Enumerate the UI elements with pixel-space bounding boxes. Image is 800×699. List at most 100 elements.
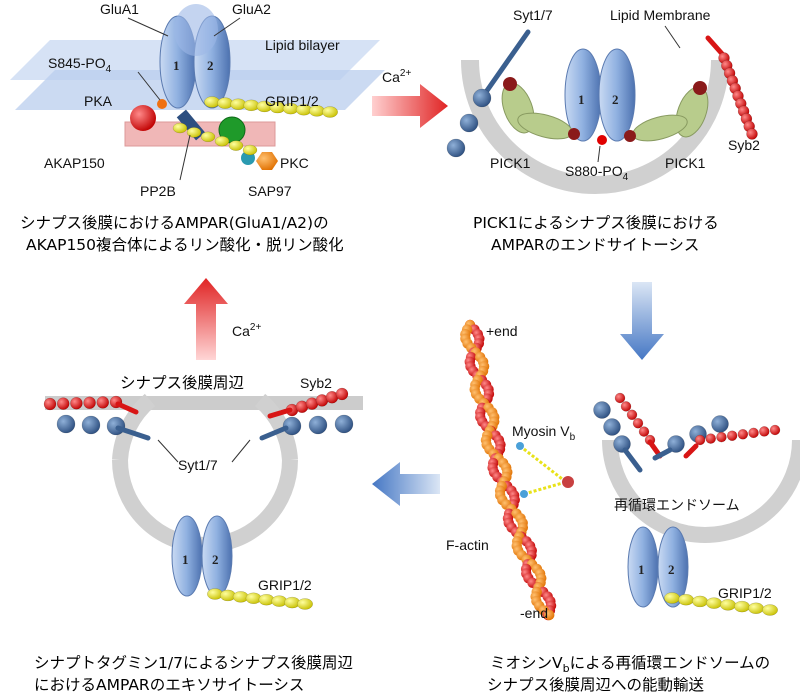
subunit-2-label: 2 [207, 58, 214, 73]
akap-bead [242, 144, 258, 156]
label-myosin: Myosin Vb [512, 423, 576, 443]
panel-endocytosis: 1 2 Syt1/7 Lipid Membrane Syb2 PICK1 PIC… [446, 7, 760, 254]
subunit-1-label: 1 [578, 92, 585, 107]
syb2-stick [705, 35, 727, 59]
label-syt-p4: Syt1/7 [178, 457, 218, 473]
grip-bead [297, 598, 313, 610]
label-lipid-bilayer: Lipid bilayer [265, 37, 340, 53]
label-lipid-membrane: Lipid Membrane [610, 7, 711, 23]
label-syb2-p2: Syb2 [728, 137, 760, 153]
label-glua1: GluA1 [100, 1, 139, 17]
label-s880: S880-PO4 [565, 163, 629, 183]
akap-yellow-chain [172, 122, 258, 156]
caption-panel4-line1: シナプトタグミン1/7によるシナプス後膜周辺 [34, 654, 353, 672]
subunit-1-label: 1 [638, 562, 645, 577]
syb2-bead [43, 397, 57, 411]
grip-bead [678, 593, 694, 606]
syt-chain [446, 29, 531, 158]
label-akap150: AKAP150 [44, 155, 105, 171]
syt-bead [56, 414, 76, 434]
grip-bead [734, 600, 750, 613]
receptor-subunit-2 [598, 48, 636, 142]
akap-bead [214, 135, 230, 147]
syb2-bead [626, 409, 638, 421]
syb2-bead [638, 426, 650, 437]
grip-bead [762, 604, 778, 616]
syt-stick [483, 29, 531, 95]
label-syb2-p4: Syb2 [300, 375, 332, 391]
f-actin-filament [460, 319, 557, 621]
caption-panel3-line2: シナプス後膜周辺への能動輸送 [487, 676, 705, 694]
syt-bead [106, 416, 126, 436]
syb2-bead [769, 424, 781, 436]
syt-bead [593, 401, 611, 419]
syb2-stick [115, 401, 139, 415]
label-plus-end: +end [486, 323, 518, 339]
label-pp2b: PP2B [140, 183, 176, 199]
panel-exocytosis: 1 2 シナプス後膜周辺 Syb2 Syt1/7 GRIP1/2 シナプトタグミ… [34, 374, 363, 694]
syt-bead [472, 88, 492, 108]
caption-panel4-line2: におけるAMPARのエキソサイトーシス [34, 676, 304, 694]
syt-syb-chains [43, 387, 354, 441]
endosome-ring [602, 439, 800, 543]
label-pick1-right: PICK1 [665, 155, 706, 171]
subunit-1-label: 1 [173, 58, 180, 73]
label-pka: PKA [84, 93, 113, 109]
pick1-left [501, 77, 580, 140]
caption-panel2-line1: PICK1によるシナプス後膜における [473, 214, 719, 232]
syb2-bead [748, 427, 759, 439]
syt-bead [711, 415, 729, 433]
subunit-1-label: 1 [182, 552, 189, 567]
syt-stick [622, 447, 643, 473]
label-grip-p3: GRIP1/2 [718, 585, 772, 601]
syb2-stick [683, 443, 699, 459]
syb2-bead [56, 397, 70, 410]
syt-bead [459, 113, 479, 133]
label-f-actin: F-actin [446, 537, 489, 553]
lipid-membrane-arc [461, 59, 729, 194]
syt-stick [115, 425, 151, 441]
pka-ball [130, 105, 156, 131]
caption-panel1-line2: AKAP150複合体によるリン酸化・脱リン酸化 [26, 236, 344, 254]
endosome-proteins [593, 392, 781, 473]
receptor-subunit-2 [657, 526, 689, 608]
label-pick1-left: PICK1 [490, 155, 531, 171]
label-grip-p4: GRIP1/2 [258, 577, 312, 593]
syb2-bead [716, 431, 727, 443]
akap-bead [186, 127, 202, 138]
akap-bead [228, 140, 244, 151]
caption-panel1-line1: シナプス後膜におけるAMPAR(GluA1/A2)の [20, 214, 329, 232]
label-glua2: GluA2 [232, 1, 271, 17]
syb2-bead [705, 433, 716, 444]
red-right-arrow [372, 84, 448, 128]
syt-bead [282, 416, 302, 436]
s845-phosphate [157, 99, 167, 109]
syb2-bead [632, 417, 644, 429]
akap-bead [200, 131, 216, 143]
label-endosome: 再循環エンドソーム [614, 497, 740, 513]
syt-bead [446, 138, 466, 158]
syb2-bead [83, 396, 96, 410]
syt-stick [652, 447, 673, 461]
arrow-ca-exocytosis: Ca2+ [184, 278, 261, 360]
grip-bead [322, 106, 338, 118]
syb2-bead [746, 128, 758, 140]
label-s845: S845-PO4 [48, 55, 112, 75]
s880-phosphate [597, 135, 607, 145]
subunit-2-label: 2 [212, 552, 219, 567]
syt-stick [259, 425, 289, 441]
label-sap97: SAP97 [248, 183, 292, 199]
syb2-bead [726, 430, 738, 441]
syb2-bead [737, 429, 749, 440]
panel-phosphorylation: 1 2 GluA1 GluA2 Lipid bilayer S845-PO4 P… [10, 1, 385, 254]
syb2-chain [705, 35, 758, 140]
sap97-hexagon [256, 152, 278, 170]
syb2-bead [759, 426, 770, 437]
caption-panel2-line2: AMPARのエンドサイトーシス [491, 236, 699, 254]
label-grip-p1: GRIP1/2 [265, 93, 319, 109]
subunit-2-label: 2 [612, 92, 619, 107]
syb2-bead [620, 401, 632, 412]
grip-chain [204, 96, 338, 118]
syt-bead [603, 418, 621, 436]
